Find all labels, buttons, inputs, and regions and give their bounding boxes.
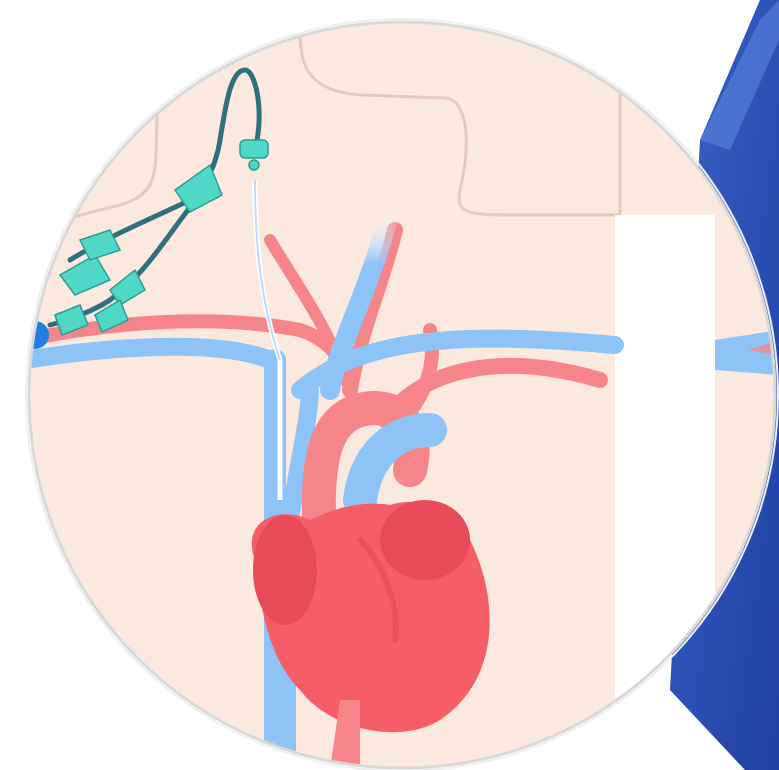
illustration-canvas (0, 0, 779, 770)
catheter-heart-illustration (0, 0, 779, 770)
